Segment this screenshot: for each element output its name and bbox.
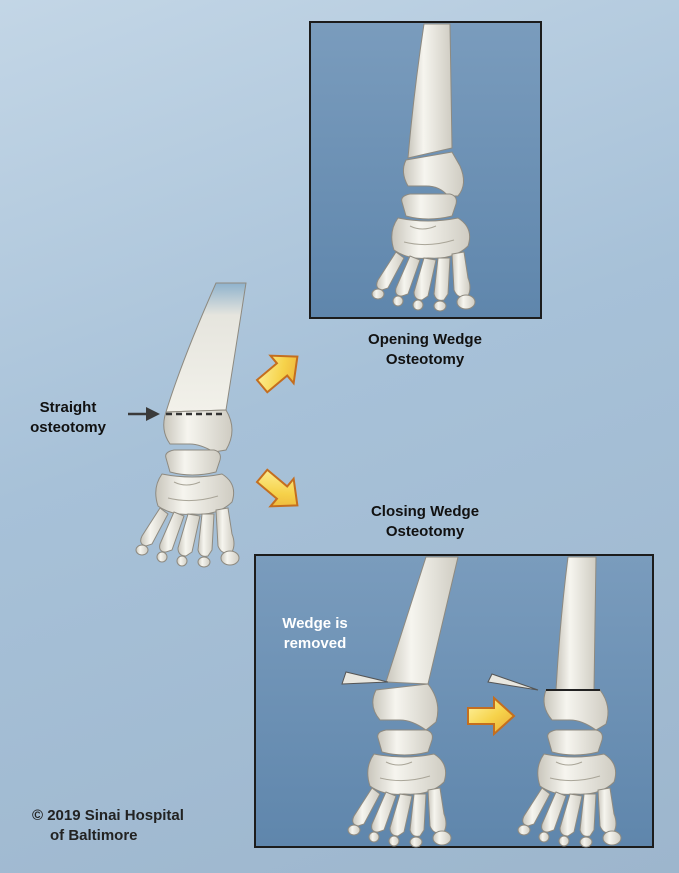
straight-osteotomy-label: Straight osteotomy <box>30 399 106 436</box>
closing-wedge-panel <box>254 554 654 848</box>
opening-wedge-panel <box>309 21 542 319</box>
closing-wedge-label: Closing Wedge Osteotomy <box>370 503 480 540</box>
arrow-to-opening-wedge <box>249 341 310 401</box>
wedge-removed-label: Wedge is removed <box>282 615 348 652</box>
arrow-to-closing-wedge <box>249 461 310 521</box>
left-tibia-illustration <box>135 282 247 568</box>
copyright-notice: © 2019 Sinai Hospital of Baltimore <box>32 807 184 844</box>
pointer-arrow <box>128 407 160 421</box>
removed-wedge-piece <box>341 671 389 685</box>
opening-wedge-label: Opening Wedge Osteotomy <box>368 331 482 368</box>
